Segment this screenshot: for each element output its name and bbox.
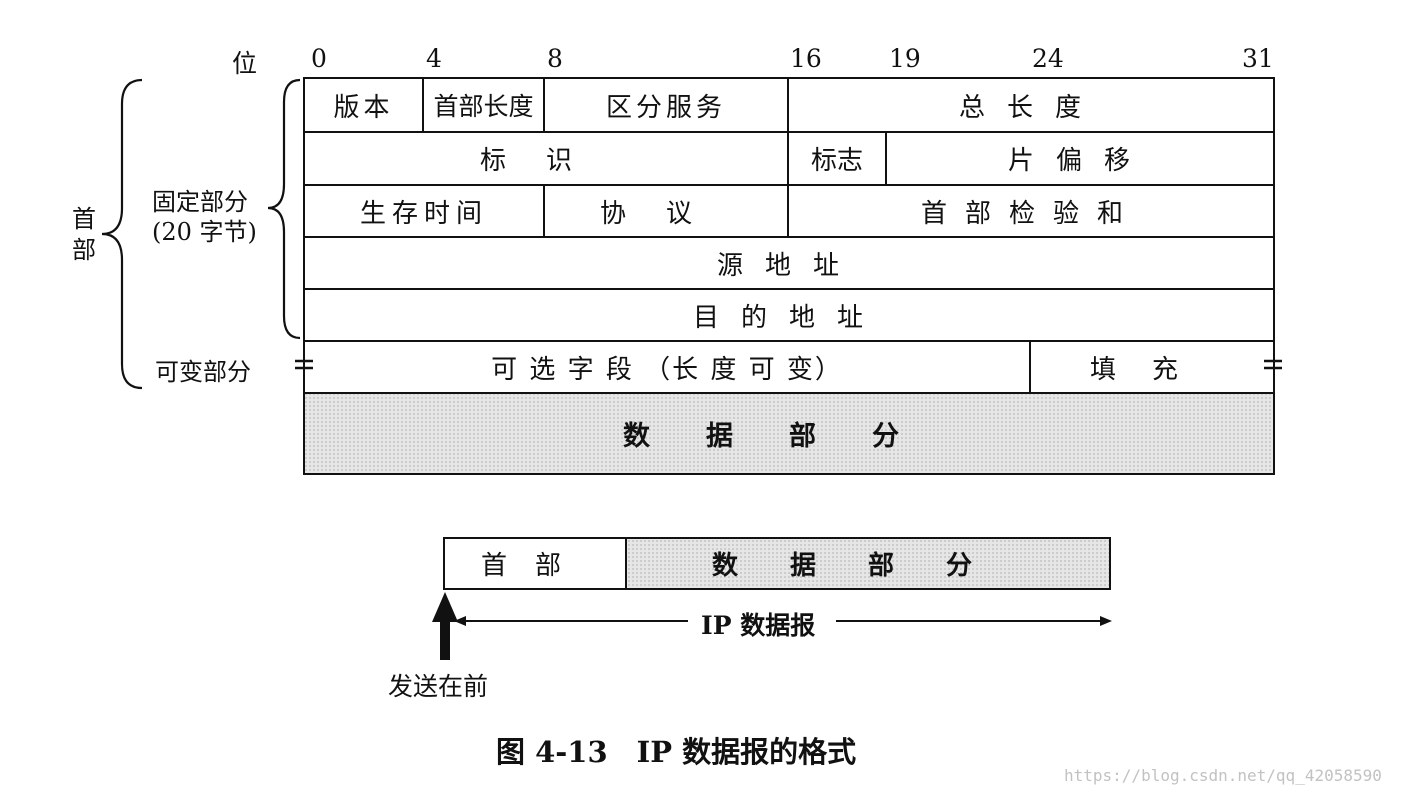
source-address-cell: 源地址 — [716, 250, 861, 281]
fixed-part-brace — [267, 78, 301, 340]
bit-mark-19: 19 — [889, 44, 921, 73]
diff-service-cell: 区分服务 — [605, 92, 726, 123]
header-side-label: 首 部 — [72, 205, 96, 264]
figure-caption: 图 4-13 IP 数据报的格式 — [496, 735, 857, 769]
bottom-data-cell: 数据部分 — [625, 537, 1111, 590]
fixed-part-size-label: (20 字节) — [152, 218, 257, 246]
fixed-part-label: 固定部分 — [152, 188, 248, 216]
padding-cell: 填充 — [1089, 355, 1214, 385]
protocol-cell: 协议 — [599, 198, 732, 229]
flags-cell: 标志 — [810, 146, 863, 176]
options-cell: 可 选 字 段 （长 度 可 变） — [491, 355, 843, 385]
version-cell: 版本 — [333, 92, 394, 123]
bit-mark-31: 31 — [1242, 44, 1274, 73]
bit-mark-8: 8 — [547, 44, 563, 73]
bit-mark-0: 0 — [311, 44, 327, 73]
variable-part-label: 可变部分 — [155, 358, 251, 386]
bottom-header-cell: 首部 — [443, 537, 625, 590]
header-brace — [101, 78, 143, 390]
header-checksum-cell: 首部检验和 — [920, 198, 1141, 229]
dest-address-cell: 目的地址 — [692, 302, 885, 333]
header-length-cell: 首部长度 — [433, 92, 534, 121]
ip-datagram-label: IP 数据报 — [701, 611, 816, 640]
bit-mark-24: 24 — [1032, 44, 1064, 73]
bit-mark-4: 4 — [426, 44, 442, 73]
watermark: https://blog.csdn.net/qq_42058590 — [1064, 766, 1382, 785]
datagram-left-arrowhead — [454, 616, 466, 626]
data-part-cell: 数据部分 — [304, 392, 1274, 474]
send-first-label: 发送在前 — [388, 672, 489, 701]
bit-mark-16: 16 — [790, 44, 822, 73]
send-first-arrow — [432, 592, 458, 660]
ttl-cell: 生存时间 — [359, 198, 488, 229]
datagram-right-arrowhead — [1100, 616, 1112, 626]
bit-axis-label: 位 — [232, 49, 258, 78]
total-length-cell: 总长度 — [958, 92, 1103, 123]
identification-cell: 标识 — [479, 146, 612, 176]
fragment-offset-cell: 片偏移 — [1007, 146, 1152, 176]
